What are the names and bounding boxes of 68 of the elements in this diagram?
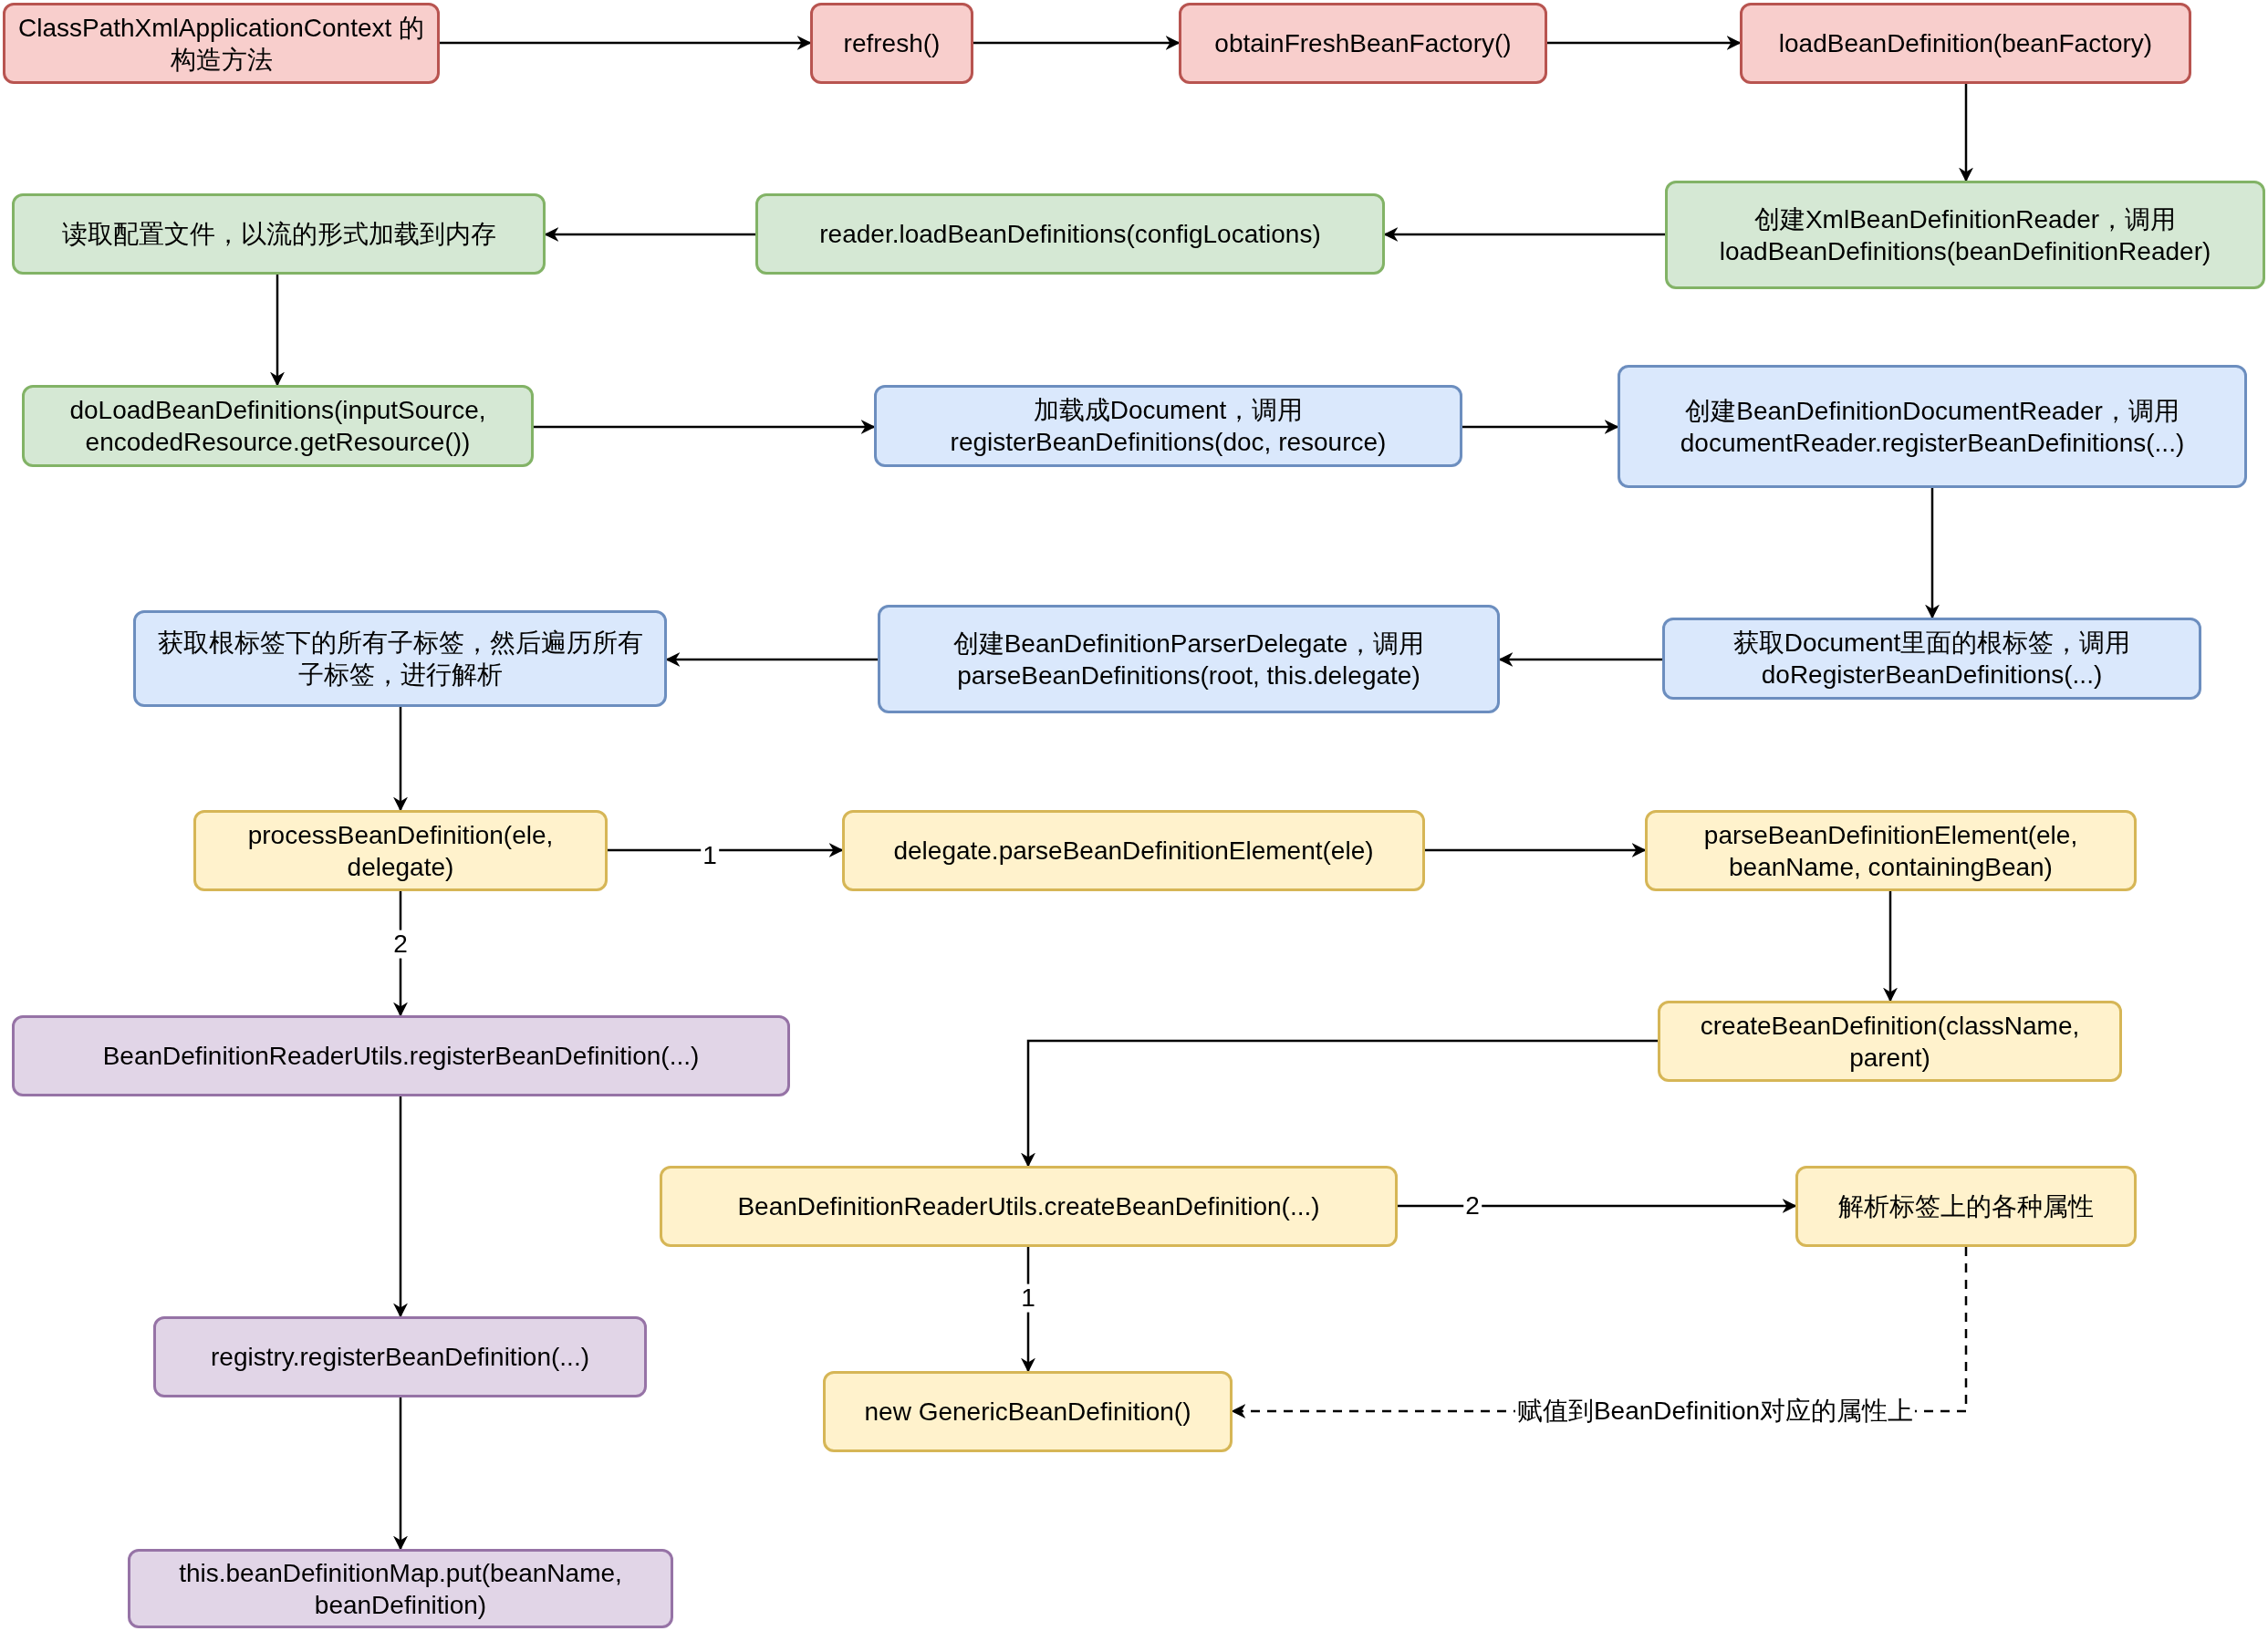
arrow bbox=[1383, 227, 1665, 242]
step-text: parseBeanDefinitionElement(ele, beanName, containingBean) bbox=[1702, 819, 2079, 883]
step-text: 创建XmlBeanDefinitionReader，调用 loadBeanDefinitions(beanDefinitionReader) bbox=[1718, 203, 2212, 267]
process-box bbox=[1179, 3, 1547, 84]
arrow bbox=[973, 36, 1181, 50]
arrow bbox=[1883, 891, 1898, 1002]
step-text: registry.registerBeanDefinition(...) bbox=[211, 1342, 589, 1373]
process-box bbox=[12, 1015, 790, 1096]
step-text: 创建BeanDefinitionDocumentReader，调用 documentReader.registerBeanDefinitions(...) bbox=[1679, 395, 2186, 459]
step-text: 获取根标签下的所有子标签，然后遍历所有子标签，进行解析 bbox=[156, 628, 644, 691]
step-text: 创建BeanDefinitionParserDelegate，调用 parseBeanDefinitions(root, this.delegate) bbox=[952, 628, 1426, 691]
process-box bbox=[128, 1549, 673, 1628]
step-text: 加载成Document，调用 registerBeanDefinitions(doc, resource) bbox=[949, 395, 1388, 458]
process-box bbox=[874, 385, 1462, 467]
process-box bbox=[12, 193, 546, 275]
arrow bbox=[393, 1096, 408, 1318]
process-box bbox=[1795, 1166, 2137, 1247]
step-text: doLoadBeanDefinitions(inputSource, encodedResource.getResource()) bbox=[68, 395, 487, 458]
step-text: this.beanDefinitionMap.put(beanName, beanDefinition) bbox=[178, 1557, 623, 1621]
step-text: ClassPathXmlApplicationContext 的构造方法 bbox=[16, 12, 426, 76]
arrow bbox=[665, 652, 878, 667]
process-box bbox=[3, 3, 440, 84]
arrow bbox=[1547, 36, 1742, 50]
arrow bbox=[1462, 420, 1619, 434]
step-text: delegate.parseBeanDefinitionElement(ele) bbox=[893, 836, 1374, 867]
arrow bbox=[440, 36, 812, 50]
step-text: BeanDefinitionReaderUtils.createBeanDefinition(...) bbox=[737, 1191, 1320, 1222]
process-box bbox=[842, 810, 1425, 891]
process-box bbox=[133, 610, 667, 707]
process-box bbox=[1662, 618, 2201, 700]
step-text: new GenericBeanDefinition() bbox=[864, 1397, 1191, 1428]
process-box bbox=[810, 3, 973, 84]
arrow bbox=[1925, 488, 1940, 619]
edge-label: 2 bbox=[391, 930, 410, 959]
step-text: createBeanDefinition(className, parent) bbox=[1699, 1010, 2081, 1074]
arrow bbox=[608, 843, 844, 857]
process-box bbox=[22, 385, 534, 467]
arrow bbox=[1425, 843, 1647, 857]
arrow bbox=[1498, 652, 1662, 667]
arrow bbox=[270, 275, 285, 387]
process-box bbox=[1740, 3, 2191, 84]
process-box bbox=[1618, 365, 2247, 488]
process-box bbox=[878, 605, 1500, 713]
step-text: processBeanDefinition(ele, delegate) bbox=[246, 819, 555, 883]
arrow bbox=[534, 420, 876, 434]
edge-label: 赋值到BeanDefinition对应的属性上 bbox=[1514, 1397, 1916, 1426]
process-box bbox=[1665, 181, 2265, 289]
step-text: BeanDefinitionReaderUtils.registerBeanDefinition(...) bbox=[102, 1041, 700, 1072]
step-text: refresh() bbox=[843, 28, 941, 59]
step-text: reader.loadBeanDefinitions(configLocations) bbox=[819, 219, 1321, 250]
arrow bbox=[1398, 1199, 1797, 1213]
arrow bbox=[544, 227, 755, 242]
process-box bbox=[660, 1166, 1398, 1247]
step-text: 获取Document里面的根标签，调用 doRegisterBeanDefinitions(...) bbox=[1732, 628, 2132, 691]
step-text: 解析标签上的各种属性 bbox=[1838, 1191, 2094, 1222]
arrow bbox=[393, 1397, 408, 1551]
step-text: 读取配置文件，以流的形式加载到内存 bbox=[61, 219, 496, 250]
process-box bbox=[823, 1371, 1233, 1452]
process-box bbox=[193, 810, 608, 891]
process-box bbox=[755, 193, 1385, 275]
step-text: obtainFreshBeanFactory() bbox=[1214, 28, 1512, 59]
arrow bbox=[1959, 84, 1973, 182]
process-box bbox=[1658, 1001, 2122, 1082]
arrow bbox=[393, 707, 408, 812]
arrow bbox=[1021, 1039, 1658, 1168]
process-box bbox=[1645, 810, 2137, 891]
process-box bbox=[153, 1316, 647, 1397]
step-text: loadBeanDefinition(beanFactory) bbox=[1778, 28, 2153, 59]
